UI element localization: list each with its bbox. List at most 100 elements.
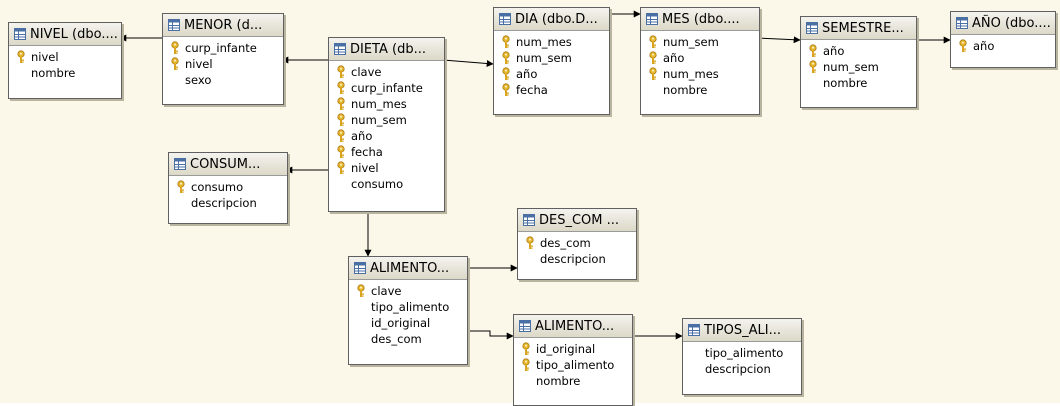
column-row[interactable]: clave — [349, 283, 467, 299]
column-row[interactable]: num_mes — [641, 66, 759, 82]
table-icon — [354, 262, 366, 274]
table-header[interactable]: DIA (dbo.D... — [494, 8, 609, 31]
column-row[interactable]: descripcion — [518, 251, 636, 267]
column-row[interactable]: num_sem — [641, 34, 759, 50]
column-row[interactable]: id_original — [349, 315, 467, 331]
column-row[interactable]: año — [801, 43, 916, 59]
column-name: descripcion — [191, 196, 257, 210]
column-row[interactable]: año — [329, 128, 444, 144]
primary-key-icon — [957, 39, 969, 53]
column-row[interactable]: nombre — [9, 65, 121, 81]
column-row[interactable]: num_mes — [494, 34, 609, 50]
primary-key-icon — [520, 342, 532, 356]
table-title: TIPOS_ALI... — [704, 322, 781, 338]
table-title: CONSUM... — [190, 156, 261, 172]
table-icon — [688, 324, 700, 336]
column-name: clave — [351, 65, 382, 79]
column-row[interactable]: fecha — [494, 82, 609, 98]
column-row[interactable]: nombre — [514, 373, 632, 389]
table-header[interactable]: NIVEL (dbo.... — [9, 23, 121, 46]
table-icon — [174, 158, 186, 170]
primary-key-icon — [500, 67, 512, 81]
column-row[interactable]: nivel — [163, 56, 283, 72]
table-title: MENOR (d... — [184, 17, 263, 33]
column-name: nivel — [185, 57, 213, 71]
column-row[interactable]: id_original — [514, 341, 632, 357]
column-name: curp_infante — [185, 41, 257, 55]
column-row[interactable]: des_com — [349, 331, 467, 347]
column-row[interactable]: curp_infante — [329, 80, 444, 96]
column-row[interactable]: año — [494, 66, 609, 82]
column-name: consumo — [351, 177, 404, 191]
link-mes-semestre — [757, 36, 801, 44]
table-header[interactable]: MENOR (d... — [163, 14, 283, 37]
table-header[interactable]: CONSUM... — [169, 153, 287, 176]
column-name: curp_infante — [351, 81, 423, 95]
column-row[interactable]: descripcion — [169, 195, 287, 211]
primary-key-icon — [335, 145, 347, 159]
column-row[interactable]: curp_infante — [163, 40, 283, 56]
table-header[interactable]: TIPOS_ALI... — [683, 319, 801, 342]
column-row[interactable]: tipo_alimento — [514, 357, 632, 373]
table-header[interactable]: SEMESTRE... — [801, 17, 916, 40]
table-header[interactable]: AÑO (dbo.... — [951, 12, 1055, 35]
column-row[interactable]: num_sem — [801, 59, 916, 75]
column-row[interactable]: sexo — [163, 72, 283, 88]
link-dieta-dia — [442, 59, 494, 67]
column-row[interactable]: tipo_alimento — [683, 345, 801, 361]
column-name: nombre — [31, 66, 76, 80]
table-header[interactable]: ALIMENTO... — [514, 315, 632, 338]
table-header[interactable]: DES_COM ... — [518, 209, 636, 232]
column-row[interactable]: nivel — [329, 160, 444, 176]
column-row[interactable]: num_sem — [329, 112, 444, 128]
table-title: DES_COM ... — [539, 212, 620, 228]
column-name: id_original — [536, 342, 596, 356]
table-header[interactable]: ALIMENTO... — [349, 257, 467, 280]
column-row[interactable]: num_sem — [494, 50, 609, 66]
column-row[interactable]: fecha — [329, 144, 444, 160]
column-name: nombre — [536, 374, 581, 388]
column-row[interactable]: año — [951, 38, 1055, 54]
table-header[interactable]: MES (dbo.... — [641, 8, 759, 31]
column-name: nombre — [663, 83, 708, 97]
table-header[interactable]: DIETA (db... — [329, 38, 444, 61]
column-row[interactable]: nombre — [801, 75, 916, 91]
table-anio[interactable]: AÑO (dbo.... año — [950, 11, 1056, 68]
table-icon — [14, 28, 26, 40]
column-row[interactable]: año — [641, 50, 759, 66]
column-name: año — [516, 67, 538, 81]
column-name: sexo — [185, 73, 212, 87]
column-row[interactable]: num_mes — [329, 96, 444, 112]
primary-key-icon — [647, 35, 659, 49]
column-name: num_sem — [516, 51, 572, 65]
column-name: año — [823, 44, 845, 58]
column-row[interactable]: des_com — [518, 235, 636, 251]
column-row[interactable]: nombre — [641, 82, 759, 98]
table-title: DIETA (db... — [350, 41, 426, 57]
column-row[interactable]: consumo — [169, 179, 287, 195]
column-row[interactable]: clave — [329, 64, 444, 80]
column-name: num_sem — [351, 113, 407, 127]
table-icon — [519, 320, 531, 332]
primary-key-icon — [335, 65, 347, 79]
column-row[interactable]: descripcion — [683, 361, 801, 377]
column-name: año — [663, 51, 685, 65]
primary-key-icon — [500, 35, 512, 49]
table-icon — [334, 43, 346, 55]
primary-key-icon — [335, 161, 347, 175]
column-row[interactable]: tipo_alimento — [349, 299, 467, 315]
column-row[interactable]: consumo — [329, 176, 444, 192]
column-row[interactable]: nivel — [9, 49, 121, 65]
